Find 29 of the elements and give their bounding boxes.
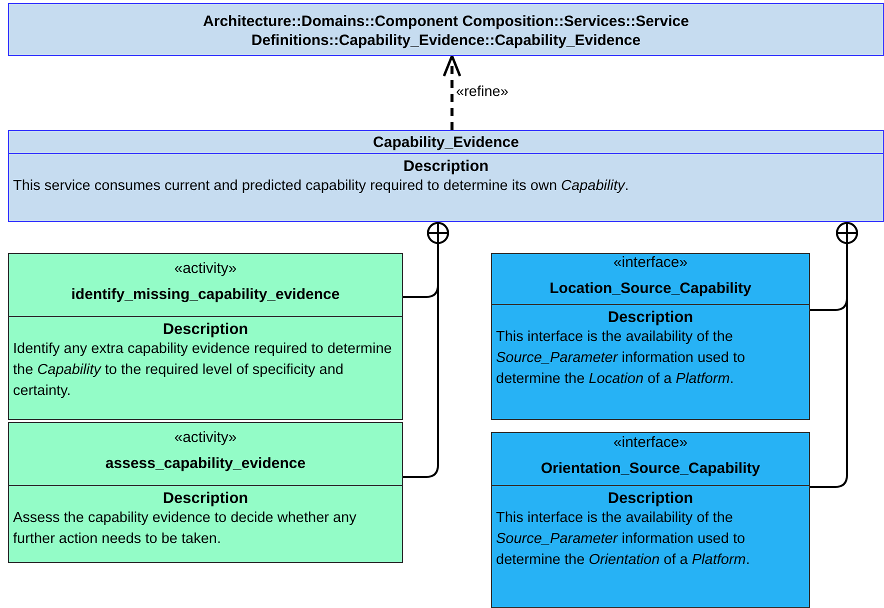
class-box xyxy=(8,3,884,56)
section-title: Description xyxy=(402,157,490,176)
class-box xyxy=(8,422,403,563)
class-name: Orientation_Source_Capability xyxy=(540,458,762,478)
class-name: Capability_Evidence xyxy=(372,132,520,152)
stereotype-label: «interface» xyxy=(612,432,689,452)
class-box xyxy=(8,130,884,222)
description-text: This service consumes current and predicted capability required to determine its own Capability. xyxy=(12,177,630,196)
description-text: Identify any extra capability evidence required to determine the Capability to the required level of specificity and certainty. xyxy=(12,340,393,401)
stereotype-label: «interface» xyxy=(612,252,689,272)
stereotype-label: «activity» xyxy=(173,258,238,278)
description-text: Assess the capability evidence to decide whether any further action needs to be taken. xyxy=(12,509,358,549)
section-title: Description xyxy=(162,489,250,508)
containment-connector xyxy=(403,222,449,478)
class-name: identify_missing_capability_evidence xyxy=(70,284,341,304)
dependency-arrow xyxy=(442,54,462,130)
containment-connector xyxy=(810,222,858,488)
section-title: Description xyxy=(606,489,694,508)
class-box xyxy=(491,432,810,608)
class-box xyxy=(491,253,810,420)
description-text: This interface is the availability of the Source_Parameter information used to determine the Location of a Platform. xyxy=(495,328,746,389)
section-title: Description xyxy=(162,320,250,339)
description-text: This interface is the availability of the Source_Parameter information used to determine the Orientation of a Platform. xyxy=(495,509,751,570)
stereotype-label: «activity» xyxy=(173,428,238,446)
class-name: assess_capability_evidence xyxy=(104,454,307,474)
class-name: Architecture::Domains::Component Composition::Services::Service Definitions::Capability_Evidence::Capability_Evidence xyxy=(202,12,690,50)
class-box xyxy=(8,253,403,420)
class-name: Location_Source_Capability xyxy=(548,278,752,298)
section-title: Description xyxy=(606,308,694,327)
